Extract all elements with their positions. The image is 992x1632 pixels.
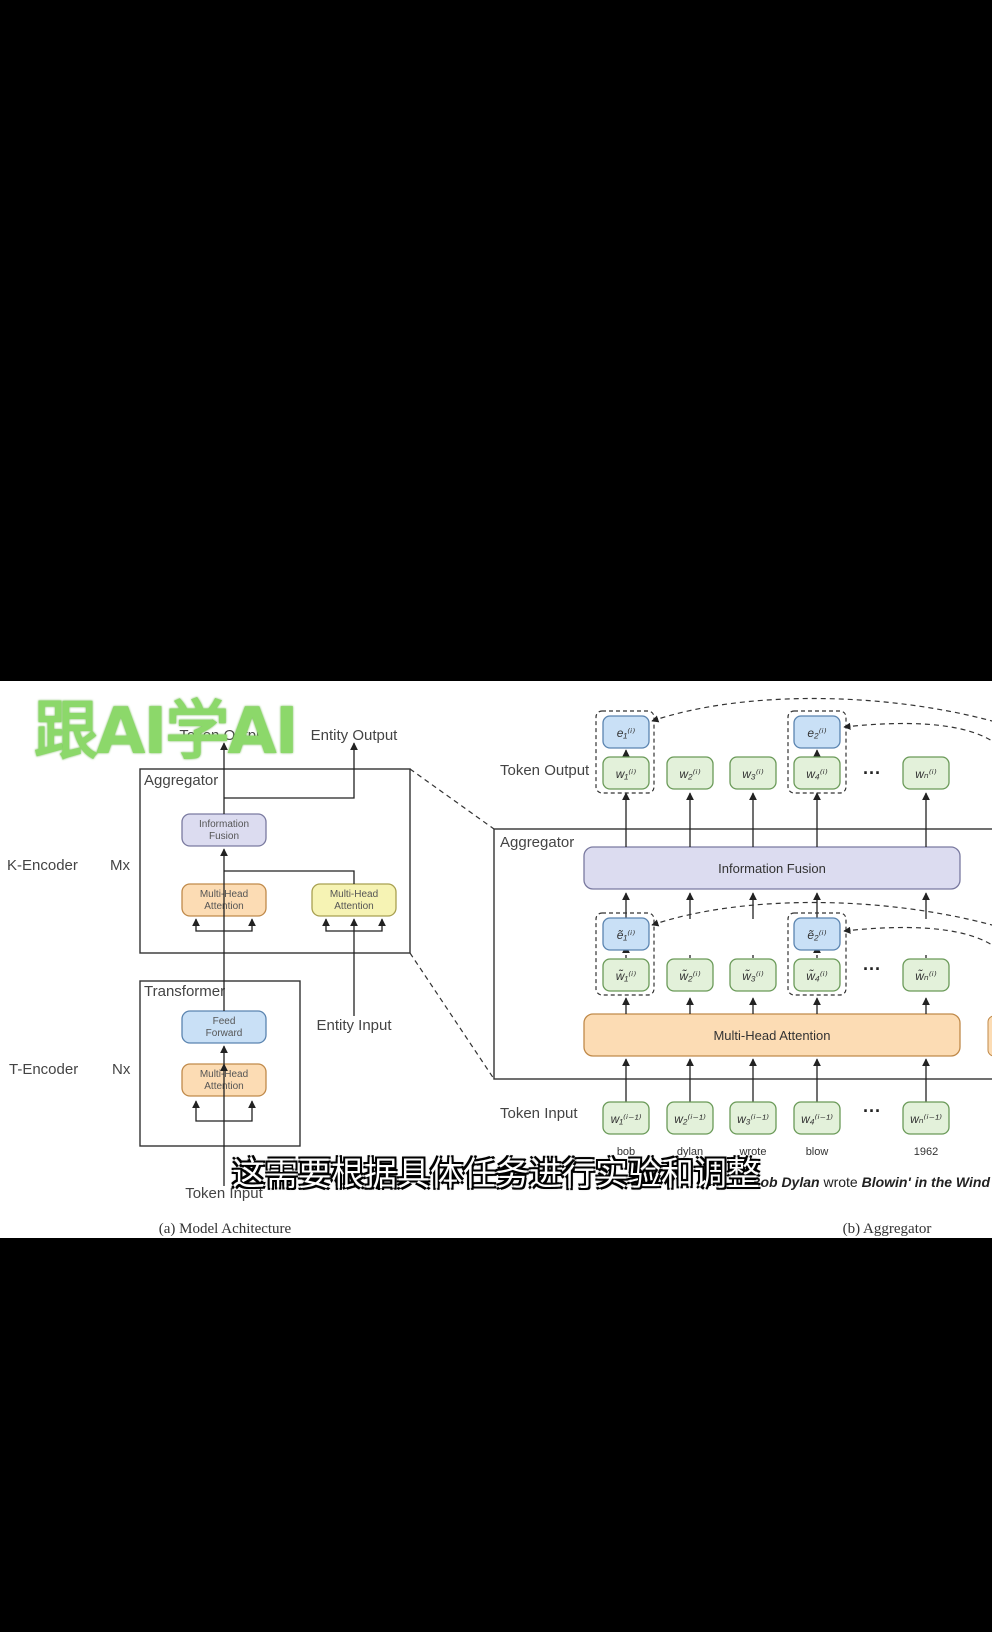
info-fusion-line1: Information: [199, 819, 249, 830]
entity-input-a: Entity Input: [316, 1017, 392, 1034]
out-token-cell: wₙ⁽ⁱ⁾: [902, 756, 950, 790]
arrows-a: [192, 742, 386, 1186]
in-token-cell: wₙ⁽ⁱ⁻¹⁾: [902, 1101, 950, 1135]
out-token-cell: w₄⁽ⁱ⁾: [793, 756, 841, 790]
model-architecture: Aggregator Transformer K-Encoder Mx T-En…: [7, 727, 411, 1237]
out-token-cell: w₂⁽ⁱ⁾: [666, 756, 714, 790]
sentence-entity-1: Bob Dylan: [750, 1174, 819, 1190]
ellipsis-in: ···: [863, 1101, 881, 1121]
svg-text:w₁⁽ⁱ⁾: w₁⁽ⁱ⁾: [616, 767, 637, 781]
mid-entity-cell: ẽ₂⁽ⁱ⁾: [793, 917, 841, 951]
svg-text:w₃⁽ⁱ⁻¹⁾: w₃⁽ⁱ⁻¹⁾: [737, 1112, 769, 1126]
sentence: Bob Dylan wrote Blowin' in the Wind: [750, 1174, 990, 1190]
svg-text:wₙ⁽ⁱ⁻¹⁾: wₙ⁽ⁱ⁻¹⁾: [910, 1112, 942, 1126]
ff-line2: Forward: [206, 1028, 243, 1039]
mha-label-b: Multi-Head Attention: [713, 1028, 830, 1043]
mid-entity-cell: ẽ₁⁽ⁱ⁾: [602, 917, 650, 951]
k-encoder-label: K-Encoder: [7, 857, 78, 874]
svg-text:w₃⁽ⁱ⁾: w₃⁽ⁱ⁾: [742, 767, 764, 781]
in-token-cell: w₃⁽ⁱ⁻¹⁾: [729, 1101, 777, 1135]
mha-entity-line1: Multi-Head: [330, 889, 378, 900]
caption-a: (a) Model Achitecture: [159, 1221, 292, 1237]
in-token-cell: w₁⁽ⁱ⁻¹⁾: [602, 1101, 650, 1135]
token-output-b: Token Output: [500, 762, 590, 779]
svg-text:e₁⁽ⁱ⁾: e₁⁽ⁱ⁾: [617, 726, 636, 740]
t-encoder-box: [139, 980, 301, 1147]
svg-text:e₂⁽ⁱ⁾: e₂⁽ⁱ⁾: [807, 726, 826, 740]
svg-text:w₁⁽ⁱ⁻¹⁾: w₁⁽ⁱ⁻¹⁾: [611, 1112, 642, 1126]
svg-text:w̃₄⁽ⁱ⁾: w̃₄⁽ⁱ⁾: [806, 968, 828, 983]
svg-text:w̃ₙ⁽ⁱ⁾: w̃ₙ⁽ⁱ⁾: [915, 968, 937, 983]
svg-text:w̃₂⁽ⁱ⁾: w̃₂⁽ⁱ⁾: [679, 968, 700, 983]
mha-entity-line2: Attention: [334, 901, 373, 912]
channel-watermark: 跟AI学AI: [34, 695, 299, 769]
ellipsis-out: ···: [863, 763, 881, 783]
word-label: 1962: [914, 1146, 938, 1158]
ernie-architecture-diagram: Aggregator Transformer K-Encoder Mx T-En…: [7, 697, 992, 1237]
token-cells: w₁⁽ⁱ⁾ w₂⁽ⁱ⁾ w₃⁽ⁱ⁾ w₄⁽ⁱ⁾ wₙ⁽ⁱ⁾ e₁⁽ⁱ⁾ e₂⁽ⁱ⁾ w̃₁⁽ⁱ…: [602, 715, 950, 1135]
word-label: blow: [806, 1146, 829, 1158]
svg-text:w₂⁽ⁱ⁾: w₂⁽ⁱ⁾: [679, 767, 700, 781]
token-input-a: Token Input: [185, 1185, 263, 1202]
entity-links: [651, 697, 992, 946]
mid-token-cell: w̃₂⁽ⁱ⁾: [666, 958, 714, 992]
in-token-cell: w₄⁽ⁱ⁻¹⁾: [793, 1101, 841, 1135]
t-encoder-repeat: Nx: [112, 1061, 131, 1078]
diagram-panel: Aggregator Transformer K-Encoder Mx T-En…: [0, 681, 992, 1238]
mid-token-cell: w̃₃⁽ⁱ⁾: [729, 958, 777, 992]
sentence-entity-2: Blowin' in the Wind: [862, 1174, 991, 1190]
aggregator-title-b: Aggregator: [500, 834, 574, 851]
video-subtitle: 这需要根据具体任务进行实验和调整: [232, 1154, 760, 1193]
mid-token-cell: w̃ₙ⁽ⁱ⁾: [902, 958, 950, 992]
word-labels: bob dylan wrote blow 1962: [617, 1146, 938, 1158]
svg-text:wₙ⁽ⁱ⁾: wₙ⁽ⁱ⁾: [915, 767, 937, 781]
out-entity-cell: e₁⁽ⁱ⁾: [602, 715, 650, 749]
aggregator-box-b: [493, 828, 992, 1080]
column-arrows: [622, 749, 930, 1105]
token-input-b: Token Input: [500, 1105, 578, 1122]
svg-text:w̃₃⁽ⁱ⁾: w̃₃⁽ⁱ⁾: [742, 968, 764, 983]
info-fusion-line2: Fusion: [209, 831, 239, 842]
k-encoder-box: [139, 768, 411, 954]
ellipsis-mid: ···: [863, 959, 881, 979]
svg-text:w₂⁽ⁱ⁻¹⁾: w₂⁽ⁱ⁻¹⁾: [674, 1112, 706, 1126]
word-label: wrote: [739, 1146, 767, 1158]
entity-output-a: Entity Output: [311, 727, 399, 744]
info-fusion-label-b: Information Fusion: [718, 861, 826, 876]
mid-token-cell: w̃₁⁽ⁱ⁾: [602, 958, 650, 992]
sentence-verb: wrote: [820, 1174, 862, 1190]
svg-text:ẽ₂⁽ⁱ⁾: ẽ₂⁽ⁱ⁾: [807, 928, 826, 942]
k-encoder-repeat: Mx: [110, 857, 130, 874]
svg-text:w₄⁽ⁱ⁻¹⁾: w₄⁽ⁱ⁻¹⁾: [801, 1112, 833, 1126]
aggregator-title-a: Aggregator: [144, 772, 218, 789]
info-fusion-block-b: [583, 846, 961, 890]
aggregator-detail: Aggregator Token Output Token Input Info…: [493, 697, 992, 1237]
ff-line1: Feed: [213, 1016, 236, 1027]
out-token-cell: w₃⁽ⁱ⁾: [729, 756, 777, 790]
svg-text:ẽ₁⁽ⁱ⁾: ẽ₁⁽ⁱ⁾: [617, 928, 636, 942]
token-output-a: Token Output: [179, 727, 269, 744]
in-token-cell: w₂⁽ⁱ⁻¹⁾: [666, 1101, 714, 1135]
entity-groups: [595, 710, 847, 996]
svg-text:w₄⁽ⁱ⁾: w₄⁽ⁱ⁾: [806, 767, 828, 781]
mid-token-cell: w̃₄⁽ⁱ⁾: [793, 958, 841, 992]
mha-block-b-edge: [987, 1015, 992, 1057]
word-label: bob: [617, 1146, 635, 1158]
t-encoder-label: T-Encoder: [9, 1061, 78, 1078]
word-label: dylan: [677, 1146, 703, 1158]
out-entity-cell: e₂⁽ⁱ⁾: [793, 715, 841, 749]
transformer-title: Transformer: [144, 983, 225, 1000]
svg-text:w̃₁⁽ⁱ⁾: w̃₁⁽ⁱ⁾: [616, 968, 637, 983]
out-token-cell: w₁⁽ⁱ⁾: [602, 756, 650, 790]
mha-block-b: [583, 1013, 961, 1057]
caption-b: (b) Aggregator: [843, 1221, 932, 1237]
zoom-connectors: [409, 768, 495, 1080]
